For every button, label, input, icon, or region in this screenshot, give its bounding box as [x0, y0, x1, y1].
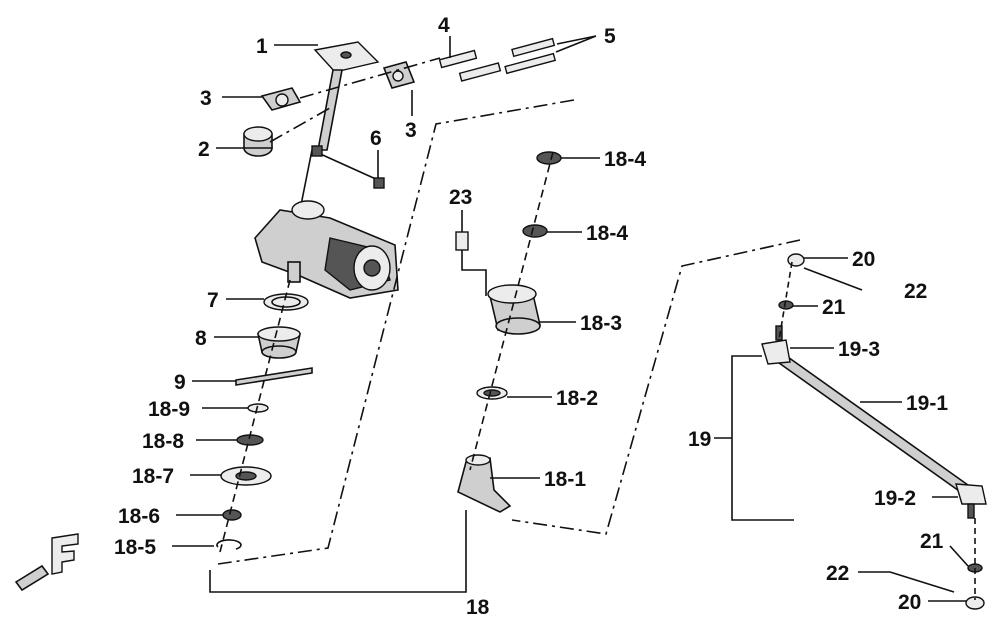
part-3-clamp-left — [260, 87, 302, 111]
part-20-nut-top — [787, 253, 805, 267]
group-outline-18-right — [511, 239, 801, 535]
part-22-cotter-top — [803, 267, 863, 291]
part-9-long-bolt — [235, 367, 313, 386]
callout-3-left: 3 — [200, 87, 212, 110]
callout-7: 7 — [207, 289, 219, 312]
callout-20-top: 20 — [852, 248, 875, 271]
callout-5: 5 — [604, 25, 616, 48]
callout-18-6: 18-6 — [118, 505, 160, 528]
part-6-bolt — [311, 145, 385, 189]
callout-19-1: 19-1 — [906, 392, 948, 415]
callout-23: 23 — [449, 186, 472, 209]
callout-18-4-top: 18-4 — [604, 148, 646, 171]
part-18-1-arm — [457, 454, 512, 513]
group-outline-18-left — [217, 99, 575, 565]
callout-3-right: 3 — [405, 119, 417, 142]
part-18-5-circlip — [216, 539, 242, 550]
center-axis-middle — [469, 151, 554, 471]
callout-18-3: 18-3 — [580, 312, 622, 335]
part-1-top-bracket — [313, 41, 380, 73]
part-18-4-bearing-lower — [522, 224, 548, 238]
bracket-18 — [209, 510, 467, 593]
callout-4: 4 — [438, 14, 450, 37]
part-23-bolt — [455, 231, 487, 296]
callout-18: 18 — [466, 596, 490, 619]
clamp-guide-lines — [269, 57, 441, 143]
callout-22-top: 22 — [904, 280, 927, 303]
center-axis-right — [778, 261, 976, 600]
callout-9: 9 — [174, 371, 186, 394]
part-4-pins — [438, 49, 502, 82]
callout-22-bottom: 22 — [826, 562, 849, 585]
part-8-boot — [257, 326, 301, 359]
callout-19-3: 19-3 — [838, 338, 880, 361]
callout-8: 8 — [195, 327, 207, 350]
part-22-cotter-bottom — [889, 571, 955, 593]
part-18-2-seal — [476, 386, 508, 400]
callout-18-4-lower: 18-4 — [586, 222, 628, 245]
leader-lines — [172, 35, 969, 602]
callout-21-top: 21 — [822, 296, 846, 319]
eps-motor-unit — [254, 200, 399, 299]
callout-19: 19 — [688, 428, 711, 451]
part-5-bolts — [504, 37, 557, 75]
part-2-bushing — [243, 126, 273, 157]
part-18-6-nut — [222, 509, 242, 521]
callout-18-7: 18-7 — [132, 465, 174, 488]
front-orientation-mark: F — [14, 533, 79, 592]
part-3-clamp-right — [382, 61, 416, 89]
part-18-4-bearing-top — [536, 151, 562, 165]
callout-20-bottom: 20 — [898, 591, 921, 614]
callout-19-2: 19-2 — [874, 487, 916, 510]
center-axis-left — [219, 279, 291, 553]
callout-18-2: 18-2 — [556, 387, 598, 410]
callout-21-bottom: 21 — [920, 530, 944, 553]
part-20-nut-bottom — [965, 596, 985, 610]
part-18-7-disc — [220, 466, 272, 486]
bracket-19 — [731, 355, 794, 521]
tie-rod-assembly — [761, 325, 987, 519]
part-18-9-oring — [247, 403, 269, 413]
part-21-washer-top — [778, 300, 794, 310]
callout-1: 1 — [256, 35, 268, 58]
callout-18-5: 18-5 — [114, 536, 156, 559]
callout-18-9: 18-9 — [148, 398, 190, 421]
callout-6: 6 — [370, 127, 382, 150]
part-7-ring — [263, 293, 309, 311]
callout-2: 2 — [198, 138, 210, 161]
callout-18-1: 18-1 — [544, 468, 586, 491]
part-18-3-housing — [487, 284, 541, 335]
callout-18-8: 18-8 — [142, 430, 184, 453]
